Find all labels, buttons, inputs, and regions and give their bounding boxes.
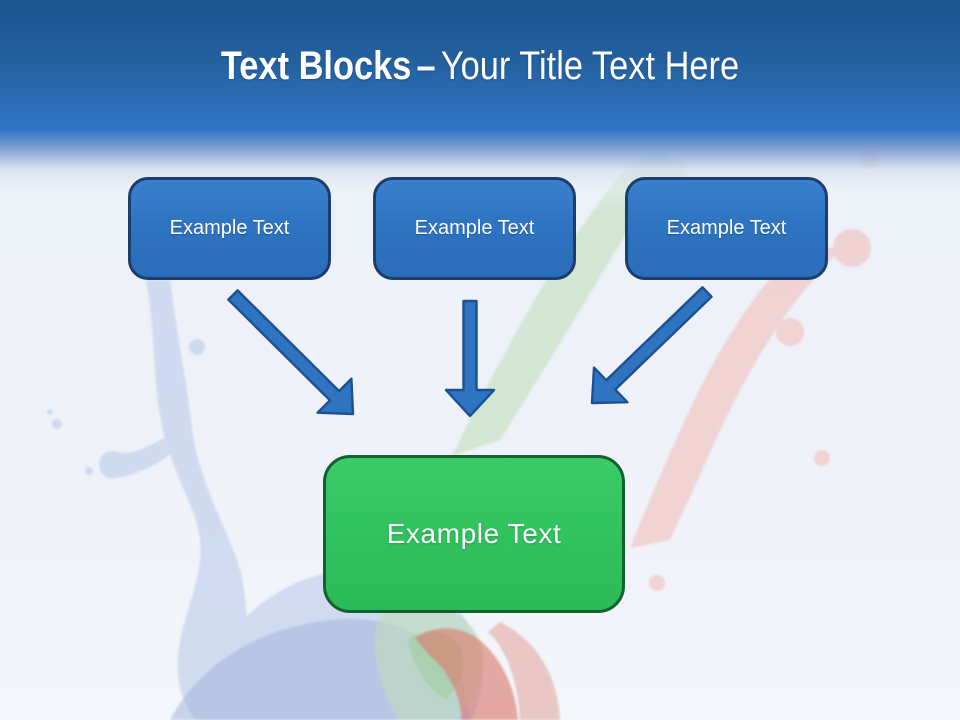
- title-dash: –: [416, 44, 436, 88]
- text-block-3: Example Text: [625, 177, 828, 280]
- title-bold-text: Text Blocks: [220, 44, 412, 88]
- red-splash-deep-shape: [415, 622, 560, 720]
- slide-title: Text Blocks–Your Title Text Here: [67, 40, 893, 92]
- title-subtitle-text: Your Title Text Here: [440, 44, 740, 88]
- result-block: Example Text: [323, 455, 625, 613]
- text-block-3-label: Example Text: [666, 217, 787, 239]
- header-banner: [0, 0, 960, 212]
- text-block-1-label: Example Text: [169, 217, 290, 239]
- text-block-1: Example Text: [128, 177, 331, 280]
- text-block-2: Example Text: [373, 177, 576, 280]
- result-block-label: Example Text: [386, 518, 562, 549]
- text-block-2-label: Example Text: [414, 217, 535, 239]
